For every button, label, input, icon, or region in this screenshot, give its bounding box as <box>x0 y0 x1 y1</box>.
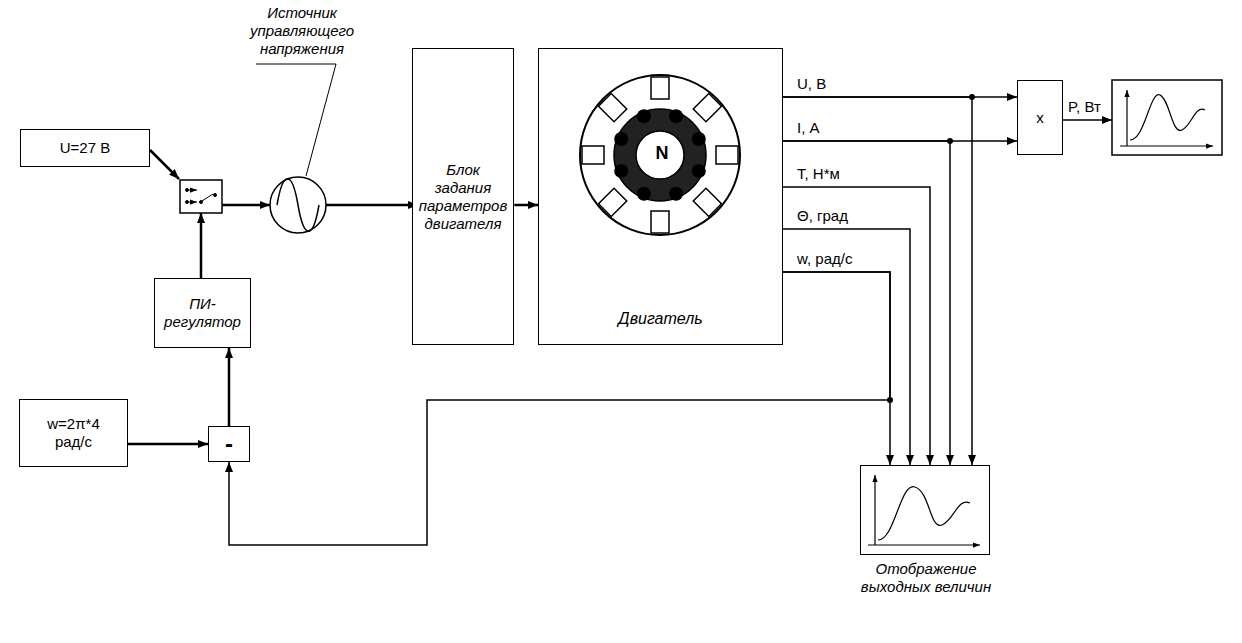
stepper-motor-symbol <box>580 75 740 235</box>
node-text: ПИ- регулятор <box>163 295 242 331</box>
signal-connector <box>783 229 910 465</box>
signal-connector <box>229 272 890 545</box>
rotor-pole <box>637 187 651 201</box>
callout-text: Источник управляющего напряжения <box>244 4 360 58</box>
parameter-block: Блок задания параметров двигателя <box>412 48 515 345</box>
stator-tooth <box>598 188 626 216</box>
signal-connector <box>514 204 538 207</box>
stator-tooth <box>651 77 669 99</box>
switch-symbol <box>180 180 222 213</box>
rotor-core <box>636 131 684 179</box>
source-to-block-wire <box>326 204 418 207</box>
voltage-source-symbol <box>270 177 326 233</box>
signal-connector <box>783 141 950 465</box>
stator-tooth <box>693 188 721 216</box>
power-wire <box>1063 119 1112 121</box>
signal-name: P, Вт <box>1066 98 1103 116</box>
setpoint-block: w=2π*4 рад/с <box>19 399 128 467</box>
switch-to-source-wire <box>222 204 270 207</box>
subtract-block: - <box>208 426 250 462</box>
scope-block: Отображение выходных величин <box>860 465 990 555</box>
signal-name: U, В <box>795 75 828 93</box>
signal-connector <box>128 443 208 446</box>
display-scope-icon <box>868 475 980 545</box>
node-text: - <box>225 432 233 456</box>
rotor-pole <box>614 164 628 178</box>
sine-wave <box>277 179 319 232</box>
controller-box: ПИ- регулятор <box>154 278 251 348</box>
node-text: Отображение выходных величин <box>856 560 996 596</box>
stator-tooth <box>582 146 604 164</box>
node-text: w=2π*4 рад/с <box>34 415 113 451</box>
control-wire <box>200 213 203 278</box>
rotor-pole <box>692 164 706 178</box>
supply-wire <box>150 150 179 179</box>
rotor-pole <box>614 132 628 146</box>
stator-tooth <box>716 146 738 164</box>
signal-connector <box>783 97 972 465</box>
signal-name: Θ, град <box>795 207 850 225</box>
rotor-pole <box>692 132 706 146</box>
multiplier-block: x <box>1017 80 1063 155</box>
signal-connector <box>228 348 231 426</box>
signal-connector <box>783 187 930 465</box>
node-text: U=27 В <box>60 139 110 157</box>
node-text: Двигатель <box>618 309 702 328</box>
leader-line <box>256 64 336 176</box>
scope-symbol <box>1112 80 1222 155</box>
node-text: Блок задания параметров двигателя <box>418 161 509 233</box>
stator-tooth <box>598 93 626 121</box>
constant-block: U=27 В <box>20 129 150 167</box>
stator-tooth <box>693 93 721 121</box>
scope-axes <box>1120 90 1213 146</box>
signal-name: I, А <box>795 119 822 137</box>
signal-name: w, рад/с <box>795 250 854 268</box>
rotor-pole <box>669 187 683 201</box>
rotor-pole <box>669 109 683 123</box>
pole-letter: N <box>649 143 675 165</box>
switch-contacts <box>186 189 217 204</box>
node-text: x <box>1036 109 1044 127</box>
signal-name: T, Н*м <box>795 165 842 183</box>
signal-connector <box>783 272 890 465</box>
stator-tooth <box>651 211 669 233</box>
rotor-pole <box>637 109 651 123</box>
motor-box: Двигатель <box>538 48 783 345</box>
